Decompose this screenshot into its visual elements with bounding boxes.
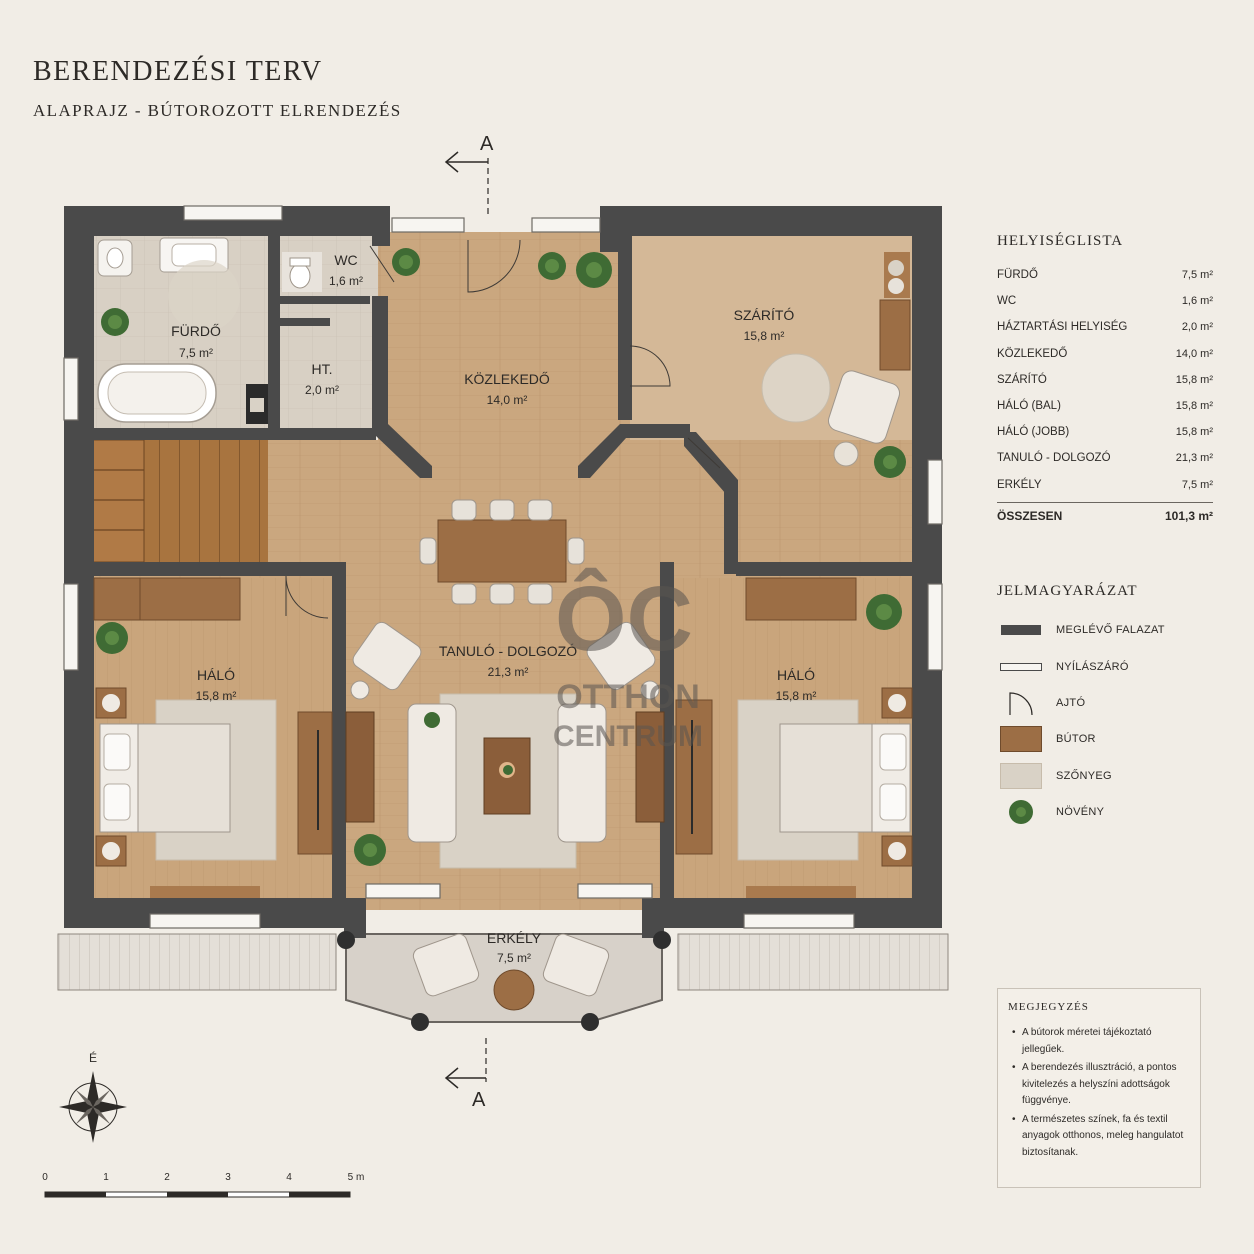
page-subtitle: ALAPRAJZ - BÚTOROZOTT ELRENDEZÉS [33,101,402,120]
legend-item: NYÍLÁSZÁRÓ [1000,648,1200,684]
legend-item: BÚTOR [1000,721,1200,757]
notes-title: MEGJEGYZÉS [1008,1001,1089,1013]
section-marker-bottom: A [444,1038,487,1111]
room-name-furdo: FÜRDŐ [171,322,221,339]
room-name-halo-jobb: HÁLÓ [777,667,815,683]
room-area-ht: 2,0 m² [305,383,339,397]
watermark-line1: OTTHON [556,678,700,716]
notes-box: MEGJEGYZÉS A bútorok méretei tájékoztató… [997,988,1201,1188]
window-symbol-icon [1000,653,1042,681]
scale-bar: 0 1 2 3 4 5 m [42,1172,365,1198]
plants [96,248,906,866]
left-bedroom-furniture [93,577,333,898]
plant-icon [874,446,906,478]
door-swing-icon [1000,689,1042,717]
room-area-halo-jobb: 15,8 m² [776,689,817,703]
plant-icon [538,252,566,280]
scale-tick: 2 [164,1172,170,1183]
plant-icon [576,252,612,288]
legend-item: SZŐNYEG [1000,758,1200,794]
room-area-szarito: 15,8 m² [744,329,785,343]
room-area-erkely: 7,5 m² [497,951,531,965]
right-bedroom-furniture [675,577,913,898]
right-terrace [677,933,949,991]
furniture-swatch-icon [1000,725,1042,753]
plant-icon [101,308,129,336]
note-item: A természetes színek, fa és textil anyag… [1012,1112,1192,1162]
legend-item: MEGLÉVŐ FALAZAT [1000,612,1200,648]
scale-tick: 0 [42,1172,48,1183]
dryer-room-furniture [761,252,911,467]
legend-item: NÖVÉNY [1000,794,1200,830]
rug-swatch-icon [1000,762,1042,790]
left-terrace [57,933,337,991]
windows [63,205,943,929]
legend: MEGLÉVŐ FALAZAT NYÍLÁSZÁRÓ AJTÓ BÚTOR SZ… [1000,612,1200,830]
section-marker-top: A [444,133,494,218]
room-area-kozlekedo: 14,0 m² [487,393,528,407]
wall-swatch-icon [1000,616,1042,644]
room-name-kozlekedo: KÖZLEKEDŐ [464,370,550,387]
room-area-wc: 1,6 m² [329,274,363,288]
balcony-furniture [337,931,671,1031]
watermark-logo: ÔC [555,567,693,670]
room-area-tanulo: 21,3 m² [488,665,529,679]
list-item: HÁLÓ (JOBB)15,8 m² [997,426,1213,439]
room-name-ht: HT. [312,361,333,377]
room-list-title: HELYISÉGLISTA [997,233,1124,249]
legend-item: AJTÓ [1000,685,1200,721]
scale-tick: 3 [225,1172,231,1183]
legend-title: JELMAGYARÁZAT [997,583,1138,599]
page-title: BERENDEZÉSI TERV [33,56,323,87]
north-label: É [89,1050,97,1065]
svg-text:A: A [480,133,494,155]
room-area-furdo: 7,5 m² [179,346,213,360]
room-area-halo-bal: 15,8 m² [196,689,237,703]
dining-set [419,499,585,605]
room-name-halo-bal: HÁLÓ [197,667,235,683]
plant-icon [96,622,128,654]
room-name-wc: WC [334,252,357,268]
bathroom-fixtures [97,237,322,424]
plant-icon [424,712,440,728]
plant-icon [392,248,420,276]
plant-icon [503,765,513,775]
scale-tick: 5 m [348,1172,365,1183]
room-name-erkely: ERKÉLY [487,930,542,946]
plant-icon [1000,798,1042,826]
note-item: A bútorok méretei tájékoztató jellegűek. [1012,1025,1192,1058]
door-swings [285,239,721,619]
room-name-szarito: SZÁRÍTÓ [734,307,795,323]
scale-tick: 1 [103,1172,109,1183]
svg-text:A: A [472,1089,486,1111]
plant-icon [866,594,902,630]
room-name-tanulo: TANULÓ - DOLGOZÓ [439,643,577,659]
compass-rose-icon: É [59,1050,127,1143]
note-item: A berendezés illusztráció, a pontos kivi… [1012,1060,1192,1110]
list-item: HÁLÓ (BAL)15,8 m² [997,399,1213,412]
scale-tick: 4 [286,1172,292,1183]
watermark-line2: CENTRUM [553,720,703,753]
plant-icon [354,834,386,866]
